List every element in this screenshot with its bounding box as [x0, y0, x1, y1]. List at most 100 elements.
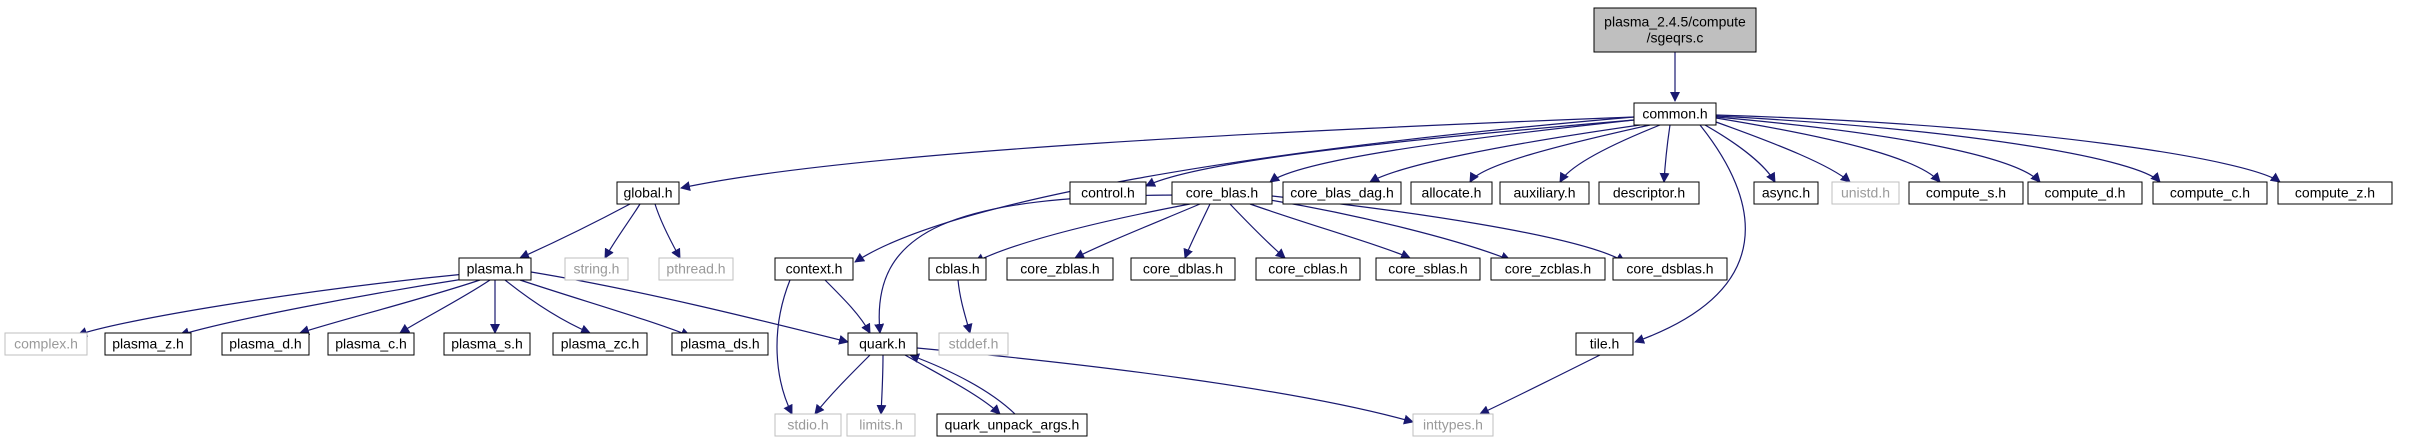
node-compute_c[interactable]: compute_c.h	[2152, 181, 2268, 205]
edge-common-to-core_blas_dag	[1369, 124, 1641, 183]
edge-cblas-to-stddef	[957, 279, 973, 334]
node-box-compute_z	[2277, 181, 2393, 205]
edge-common-to-descriptor	[1659, 124, 1671, 183]
node-core_dblas[interactable]: core_dblas.h	[1130, 257, 1236, 281]
node-box-core_blas	[1171, 181, 1273, 205]
node-label-stdio: stdio.h	[787, 417, 828, 433]
node-tile[interactable]: tile.h	[1575, 332, 1634, 356]
node-box-compute_s	[1908, 181, 2024, 205]
node-box-quark_unpack_args	[936, 413, 1088, 437]
node-async[interactable]: async.h	[1753, 181, 1819, 205]
node-box-unistd	[1831, 181, 1900, 205]
node-box-core_dsblas	[1612, 257, 1728, 281]
node-label-complex: complex.h	[14, 336, 78, 352]
node-plasma[interactable]: plasma.h	[458, 257, 532, 281]
node-cblas[interactable]: cblas.h	[928, 257, 987, 281]
node-plasma_s[interactable]: plasma_s.h	[443, 332, 531, 356]
node-label-limits: limits.h	[859, 417, 903, 433]
node-plasma_z[interactable]: plasma_z.h	[104, 332, 192, 356]
node-core_blas_dag[interactable]: core_blas_dag.h	[1282, 181, 1402, 205]
node-label-plasma: plasma.h	[467, 261, 524, 277]
node-core_sblas[interactable]: core_sblas.h	[1375, 257, 1481, 281]
node-auxiliary[interactable]: auxiliary.h	[1499, 181, 1590, 205]
node-box-allocate	[1410, 181, 1493, 205]
node-label-control: control.h	[1081, 185, 1135, 201]
node-compute_d[interactable]: compute_d.h	[2027, 181, 2143, 205]
node-label-plasma_zc: plasma_zc.h	[561, 336, 640, 352]
node-global[interactable]: global.h	[616, 181, 680, 205]
node-label-plasma_s: plasma_s.h	[451, 336, 523, 352]
node-control[interactable]: control.h	[1069, 181, 1147, 205]
edge-global-to-string	[604, 203, 641, 259]
node-plasma_d[interactable]: plasma_d.h	[221, 332, 310, 356]
node-box-descriptor	[1598, 181, 1700, 205]
node-core_zblas[interactable]: core_zblas.h	[1006, 257, 1114, 281]
node-plasma_ds[interactable]: plasma_ds.h	[671, 332, 769, 356]
node-label-quark_unpack_args: quark_unpack_args.h	[945, 417, 1080, 433]
node-label-stddef: stddef.h	[949, 336, 999, 352]
edge-quark-to-inttypes	[916, 347, 1414, 425]
node-box-limits	[846, 413, 916, 437]
node-label-core_zblas: core_zblas.h	[1020, 261, 1099, 277]
node-stddef: stddef.h	[938, 332, 1009, 356]
node-descriptor[interactable]: descriptor.h	[1598, 181, 1700, 205]
node-box-core_zcblas	[1490, 257, 1606, 281]
node-label-global: global.h	[623, 185, 672, 201]
node-box-quark	[847, 332, 918, 356]
node-core_dsblas[interactable]: core_dsblas.h	[1612, 257, 1728, 281]
node-label-plasma_ds: plasma_ds.h	[680, 336, 759, 352]
node-label-auxiliary: auxiliary.h	[1514, 185, 1576, 201]
node-common[interactable]: common.h	[1633, 102, 1717, 126]
node-limits: limits.h	[846, 413, 916, 437]
node-label-unistd: unistd.h	[1841, 185, 1890, 201]
edge-common-to-unistd	[1715, 121, 1851, 183]
node-label-compute_s: compute_s.h	[1926, 185, 2006, 201]
edge-common-to-async	[1704, 124, 1776, 183]
node-label-pthread: pthread.h	[666, 261, 725, 277]
node-compute_z[interactable]: compute_z.h	[2277, 181, 2393, 205]
node-box-plasma_ds	[671, 332, 769, 356]
edge-core_blas-to-core_cblas	[1229, 203, 1286, 259]
edge-common-to-context	[854, 116, 1635, 263]
edge-common-to-core_blas	[1269, 119, 1635, 183]
node-box-cblas	[928, 257, 987, 281]
edges	[77, 51, 2281, 425]
node-quark_unpack_args[interactable]: quark_unpack_args.h	[936, 413, 1088, 437]
node-label-context: context.h	[786, 261, 843, 277]
edge-common-to-compute_s	[1715, 117, 1941, 183]
node-context[interactable]: context.h	[774, 257, 854, 281]
node-core_zcblas[interactable]: core_zcblas.h	[1490, 257, 1606, 281]
edge-tile-to-inttypes	[1479, 354, 1601, 415]
edge-common-to-global	[680, 116, 1635, 192]
node-box-plasma_zc	[552, 332, 648, 356]
node-plasma_c[interactable]: plasma_c.h	[327, 332, 415, 356]
node-label-sgeqrs-line2: /sgeqrs.c	[1647, 30, 1704, 46]
node-label-string: string.h	[574, 261, 620, 277]
node-sgeqrs[interactable]: plasma_2.4.5/compute/sgeqrs.c	[1593, 7, 1757, 53]
edge-plasma-to-plasma_z	[179, 277, 471, 338]
node-label-tile: tile.h	[1590, 336, 1620, 352]
node-box-core_cblas	[1255, 257, 1361, 281]
nodes: plasma_2.4.5/compute/sgeqrs.c common.h glo…	[4, 7, 2393, 437]
node-label-quark: quark.h	[859, 336, 906, 352]
edge-plasma-to-plasma_c	[399, 279, 491, 334]
edge-core_blas-to-core_dblas	[1183, 203, 1211, 259]
node-label-core_blas: core_blas.h	[1186, 185, 1258, 201]
node-stdio: stdio.h	[774, 413, 842, 437]
node-plasma_zc[interactable]: plasma_zc.h	[552, 332, 648, 356]
node-box-stdio	[774, 413, 842, 437]
node-compute_s[interactable]: compute_s.h	[1908, 181, 2024, 205]
edge-common-to-compute_z	[1715, 114, 2281, 183]
node-box-inttypes	[1412, 413, 1494, 437]
node-box-async	[1753, 181, 1819, 205]
node-quark[interactable]: quark.h	[847, 332, 918, 356]
node-core_cblas[interactable]: core_cblas.h	[1255, 257, 1361, 281]
node-label-core_cblas: core_cblas.h	[1268, 261, 1347, 277]
edge-plasma-to-quark	[530, 271, 849, 345]
edge-common-to-compute_d	[1715, 116, 2041, 183]
node-box-compute_c	[2152, 181, 2268, 205]
edge-plasma-to-plasma_zc	[504, 279, 591, 335]
node-allocate[interactable]: allocate.h	[1410, 181, 1493, 205]
node-core_blas[interactable]: core_blas.h	[1171, 181, 1273, 205]
